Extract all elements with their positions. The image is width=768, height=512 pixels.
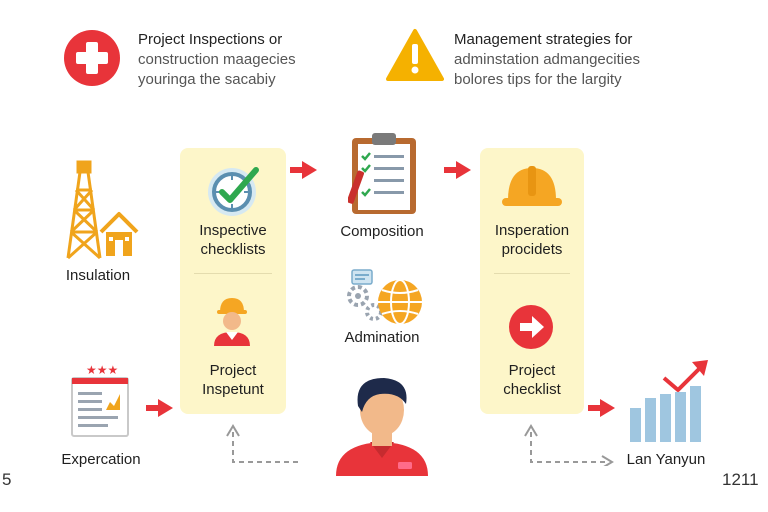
dashed-connector-left [224, 424, 304, 466]
svg-text:★★★: ★★★ [86, 363, 118, 377]
header-left-line2: construction maagecies [138, 51, 296, 68]
panel-right-divider [494, 273, 570, 274]
panel-right-bottom-line1: Project [508, 362, 556, 379]
arrow-right-icon [290, 160, 318, 180]
person-avatar-icon [334, 374, 430, 476]
panel-left-top-line2: checklists [200, 241, 266, 258]
panel-right-bottom-line2: checklist [503, 381, 561, 398]
panel-left-bottom-line1: Project [209, 362, 257, 379]
panel-right-top-line1: Insperation [494, 222, 570, 239]
oil-derrick-icon [64, 160, 104, 262]
warning-icon [386, 28, 444, 82]
expectation-label: Expercation [61, 451, 141, 468]
growth-chart-icon [626, 358, 710, 444]
header-left: Project Inspections or construction maag… [64, 26, 364, 88]
red-cross-icon [64, 30, 120, 86]
compass-check-icon [206, 164, 262, 220]
arrow-right-icon [444, 160, 472, 180]
corner-number-right: 1211 [722, 470, 759, 489]
panel-left-divider [194, 273, 272, 274]
admination-label: Admination [344, 329, 420, 346]
dashed-connector-right [522, 424, 614, 466]
panel-right-top-line2: procidets [501, 241, 563, 258]
insulation-label: Insulation [65, 267, 131, 284]
globe-gears-icon [344, 268, 426, 328]
chart-label: Lan Yanyun [626, 451, 706, 468]
corner-number-left: 5 [2, 470, 12, 489]
report-document-icon: ★★★ [70, 362, 132, 438]
header-right-line2: adminstation admangecities [454, 51, 640, 68]
worker-icon [212, 296, 252, 346]
clipboard-checklist-icon [348, 132, 420, 216]
arrow-right-icon [146, 398, 174, 418]
panel-left-bottom-line2: Inspetunt [202, 381, 264, 398]
header-right: Management strategies for adminstation a… [386, 26, 706, 88]
arrow-circle-icon [508, 304, 554, 350]
hard-hat-icon [500, 162, 564, 212]
header-right-line3: bolores tips for the largity [454, 71, 622, 88]
arrow-right-icon [588, 398, 616, 418]
panel-left-top-line1: Inspective [199, 222, 267, 239]
header-right-line1: Management strategies for [454, 31, 633, 48]
composition-label: Composition [340, 223, 424, 240]
house-icon [98, 210, 140, 258]
header-left-line3: youringa the sacabiy [138, 71, 276, 88]
header-left-line1: Project Inspections or [138, 31, 283, 48]
